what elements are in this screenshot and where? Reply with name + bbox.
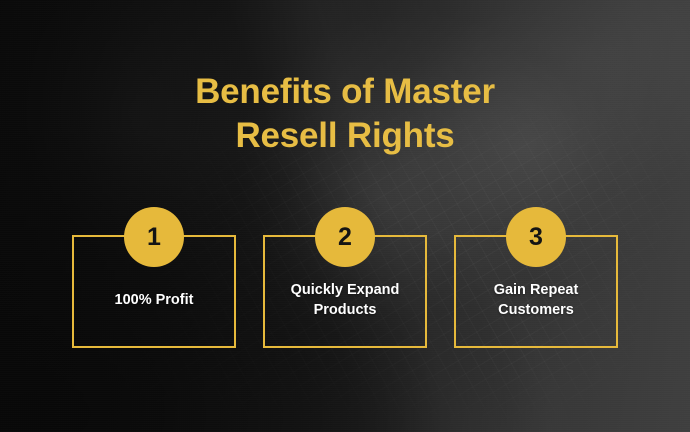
benefit-label-1: 100% Profit [107,290,202,310]
benefit-label-2-line-2: Products [313,301,377,318]
slide-title-line-1: Benefits of Master [195,72,495,112]
benefit-label-3-line-2: Customers [498,301,574,318]
benefit-label-3-line-1: Gain Repeat [493,281,579,298]
benefit-card-1[interactable]: 1 100% Profit [72,207,236,348]
benefit-card-row: 1 100% Profit 2 Quickly Expand Products … [72,207,618,348]
benefit-number-badge-1: 1 [124,207,184,267]
benefit-number-badge-2: 2 [315,207,375,267]
benefit-number-badge-3: 3 [506,207,566,267]
benefit-number-1: 1 [147,222,161,251]
benefit-card-3[interactable]: 3 Gain Repeat Customers [454,207,618,348]
benefit-number-3: 3 [529,222,543,251]
benefit-card-2[interactable]: 2 Quickly Expand Products [263,207,427,348]
benefit-number-2: 2 [338,222,352,251]
benefit-label-1-line-1: 100% Profit [114,291,194,308]
benefit-label-2: Quickly Expand Products [283,280,408,320]
benefit-label-2-line-1: Quickly Expand [290,281,400,298]
benefit-label-3: Gain Repeat Customers [486,280,587,320]
slide-title: Benefits of Master Resell Rights [0,70,690,157]
slide-title-line-2: Resell Rights [235,115,455,155]
